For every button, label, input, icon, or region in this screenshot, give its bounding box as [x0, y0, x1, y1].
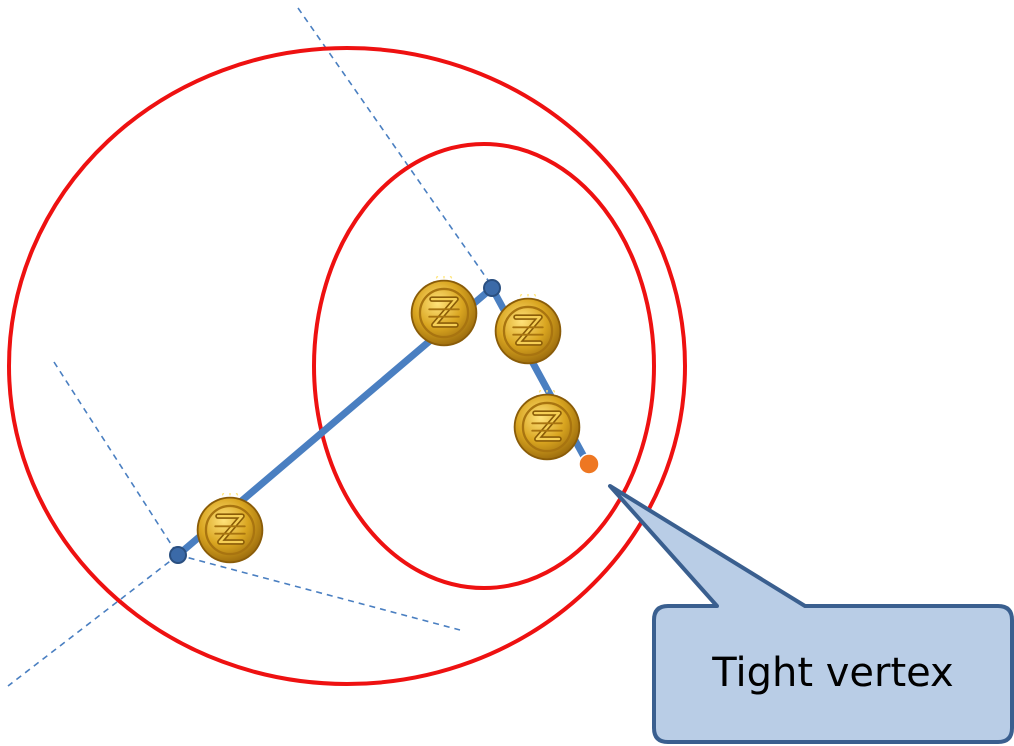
inner-circle [314, 144, 654, 588]
path-vertex-bend [484, 280, 500, 296]
z-coin-icon [514, 387, 581, 460]
dashed-guide-left [54, 362, 178, 555]
z-coin-icon [495, 291, 562, 364]
callout-label: Tight vertex [711, 650, 953, 696]
z-coin-icon [197, 490, 264, 563]
dashed-guide-lower-right [178, 555, 460, 630]
callout-bubble [610, 486, 1012, 742]
z-coin-icon [411, 273, 478, 346]
path-vertex-start [170, 547, 186, 563]
tight-vertex [579, 454, 599, 474]
outer-circle [9, 48, 685, 684]
